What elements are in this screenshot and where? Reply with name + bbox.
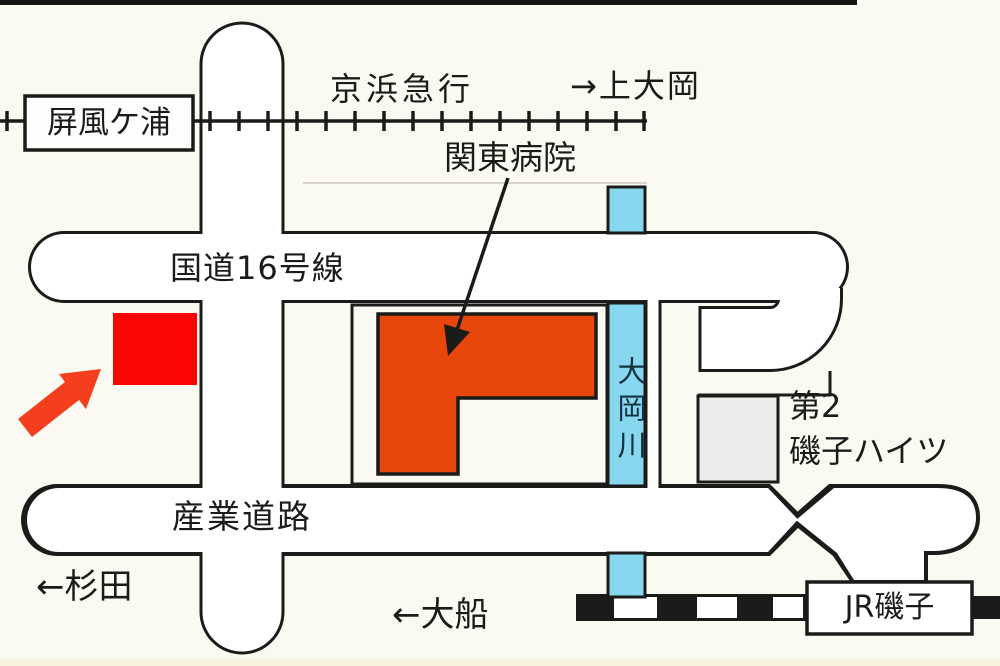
building-kanto-hospital (376, 312, 598, 476)
label-keikyu-line: 京浜急行 (330, 70, 475, 108)
station-box-byobugaura (23, 94, 195, 152)
scan-line-bottom (0, 659, 1000, 666)
label-heights-no2: 第2 (789, 387, 842, 425)
river-segment-north (606, 185, 647, 235)
road-branch-fill (700, 288, 840, 369)
road-plaza-fill (796, 488, 976, 580)
label-byobugaura-station: 屏風ケ浦 (47, 104, 171, 141)
label-ooka-river: 大岡川 (613, 355, 647, 467)
label-kanto-hospital: 関東病院 (444, 138, 576, 177)
destination-marker (113, 313, 197, 385)
destination-arrow-icon (18, 369, 101, 437)
label-to-sugita: ←杉田 (36, 567, 133, 607)
hospital-pointer-arrow-icon (444, 177, 510, 356)
label-to-ofuna: ←大船 (392, 595, 489, 635)
hospital-block-outline (350, 303, 609, 486)
station-box-jr-isogo (805, 580, 974, 636)
river-segment-south (606, 551, 647, 599)
label-sangyo-road: 産業道路 (172, 497, 312, 536)
scan-line-top (0, 0, 857, 5)
jr-band-right (970, 596, 1000, 619)
label-heights-name: 磯子ハイツ (789, 432, 949, 470)
label-to-kamiooka: →上大岡 (570, 67, 701, 105)
jr-railway (576, 594, 1000, 621)
label-route16: 国道16号線 (170, 249, 345, 287)
building-isogo-heights (696, 394, 780, 484)
label-jr-isogo: JR磯子 (844, 590, 935, 625)
road-sangyo-fill (27, 488, 798, 552)
